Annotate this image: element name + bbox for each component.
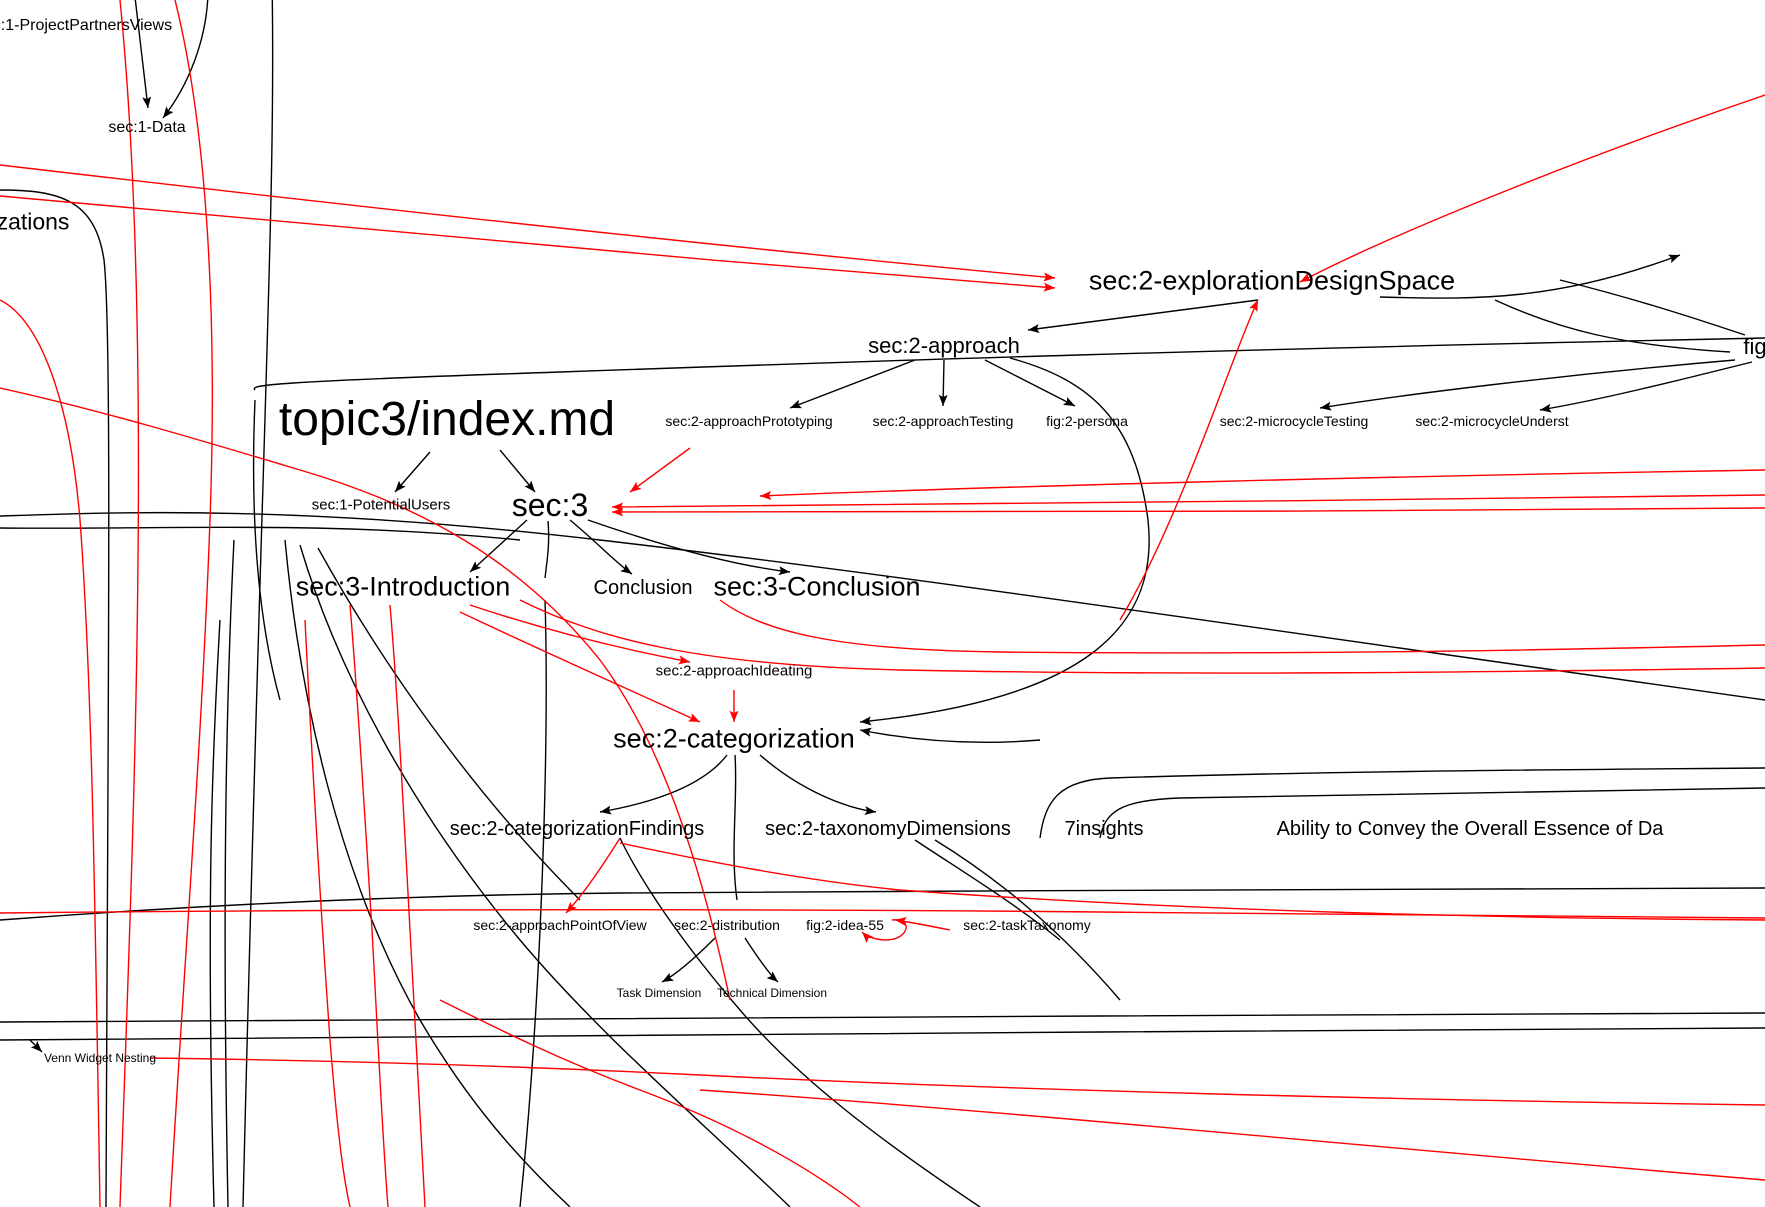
graph-node[interactable]: sec:2-explorationDesignSpace [1088,265,1456,296]
graph-node[interactable]: sec:2-approachPointOfView [473,917,647,933]
graph-node[interactable]: sec:2-taxonomyDimensions [765,818,1011,840]
graph-node[interactable]: sec:2-taskTaxonomy [963,917,1091,933]
graph-node[interactable]: sec:2-approachIdeating [655,662,813,680]
graph-node[interactable]: sec:3 [511,487,589,523]
graph-node[interactable]: sec:1-PotentialUsers [311,496,451,514]
graph-node[interactable]: sec:2-approachTesting [872,413,1014,429]
graph-node[interactable]: sec:3-Introduction [295,571,511,602]
graph-node[interactable]: sec:3-Conclusion [713,571,921,602]
graph-node[interactable]: sec:2-categorizationFindings [449,818,705,840]
graph-node[interactable]: sec:2-distribution [674,917,780,933]
graph-node[interactable]: sec:2-microcycleTesting [1219,413,1369,429]
graph-node[interactable]: 7insights [1064,818,1144,840]
graph-node[interactable]: Technical Dimension [716,986,828,1000]
graph-node[interactable]: topic3/index.md [278,393,616,446]
graph-node[interactable]: fig [1743,334,1765,359]
graph-node[interactable]: Conclusion [593,577,693,599]
graph-node[interactable]: sec:2-approachPrototyping [665,413,833,429]
graph-node[interactable]: sec:1-ProjectPartnersViews [0,17,173,34]
graph-node[interactable]: fig:2-idea-55 [806,917,884,933]
graph-node[interactable]: sec:2-categorization [613,723,855,754]
graph-node[interactable]: Ability to Convey the Overall Essence of… [1276,818,1664,840]
graph-node[interactable]: Task Dimension [616,986,702,1000]
graph-node[interactable]: sec:2-approach [868,333,1020,358]
graph-node[interactable]: fig:2-persona [1046,413,1128,429]
graph-node[interactable]: Venn Widget Nesting [43,1051,157,1065]
graph-node[interactable]: sec:2-microcycleUnderst [1415,413,1569,429]
graph-node[interactable]: zations [0,208,70,235]
graph-node[interactable]: sec:1-Data [108,119,186,136]
